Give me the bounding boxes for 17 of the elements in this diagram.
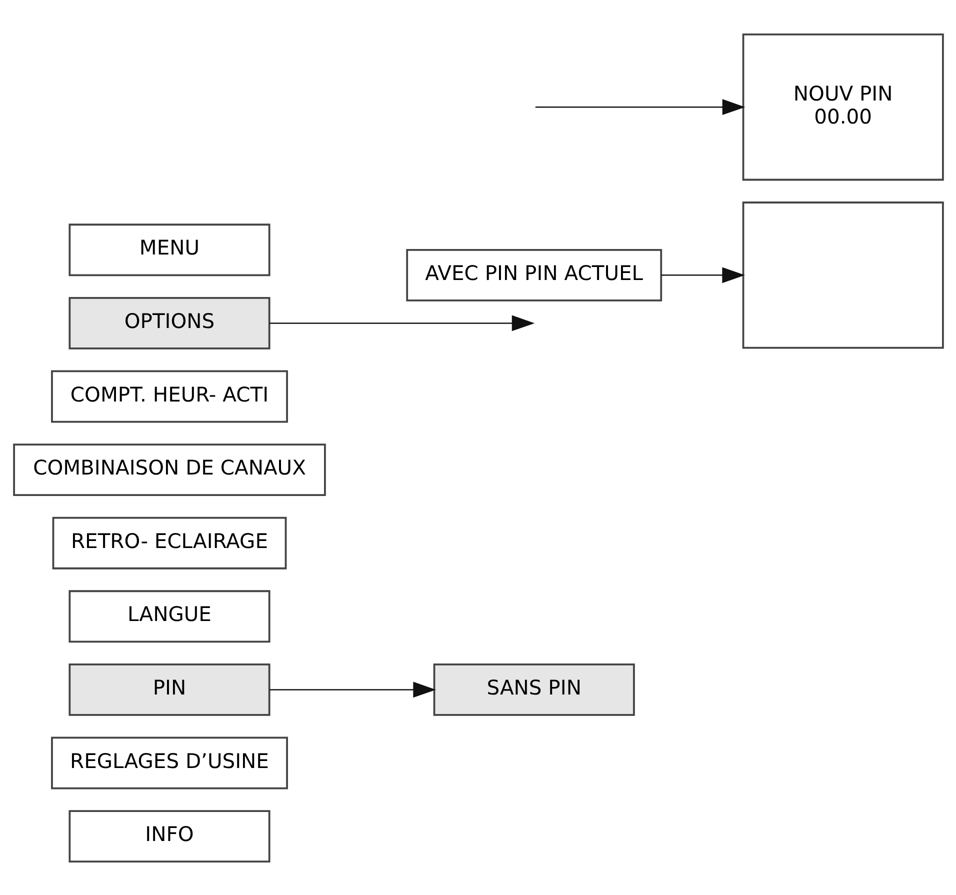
node-box: INFO	[68, 810, 270, 862]
node-box: AVEC PIN PIN ACTUEL	[406, 248, 662, 301]
arrow	[269, 314, 534, 331]
node-box	[742, 201, 944, 348]
node-box: PIN	[68, 662, 270, 716]
node-box: COMPT. HEUR- ACTI	[50, 370, 288, 422]
arrow	[660, 266, 744, 283]
node-box: RETRO- ECLAIRAGE	[52, 516, 286, 569]
arrow	[534, 98, 745, 115]
node-box: OPTIONS	[68, 296, 270, 349]
arrow	[269, 681, 436, 698]
node-box: MENU	[68, 223, 270, 276]
node-box: LANGUE	[68, 590, 270, 642]
node-box: REGLAGES D’USINE	[50, 736, 288, 789]
node-box: NOUV PIN 00.00	[742, 32, 944, 180]
node-box: SANS PIN	[432, 662, 634, 716]
node-box: COMBINAISON DE CANAUX	[12, 443, 326, 496]
